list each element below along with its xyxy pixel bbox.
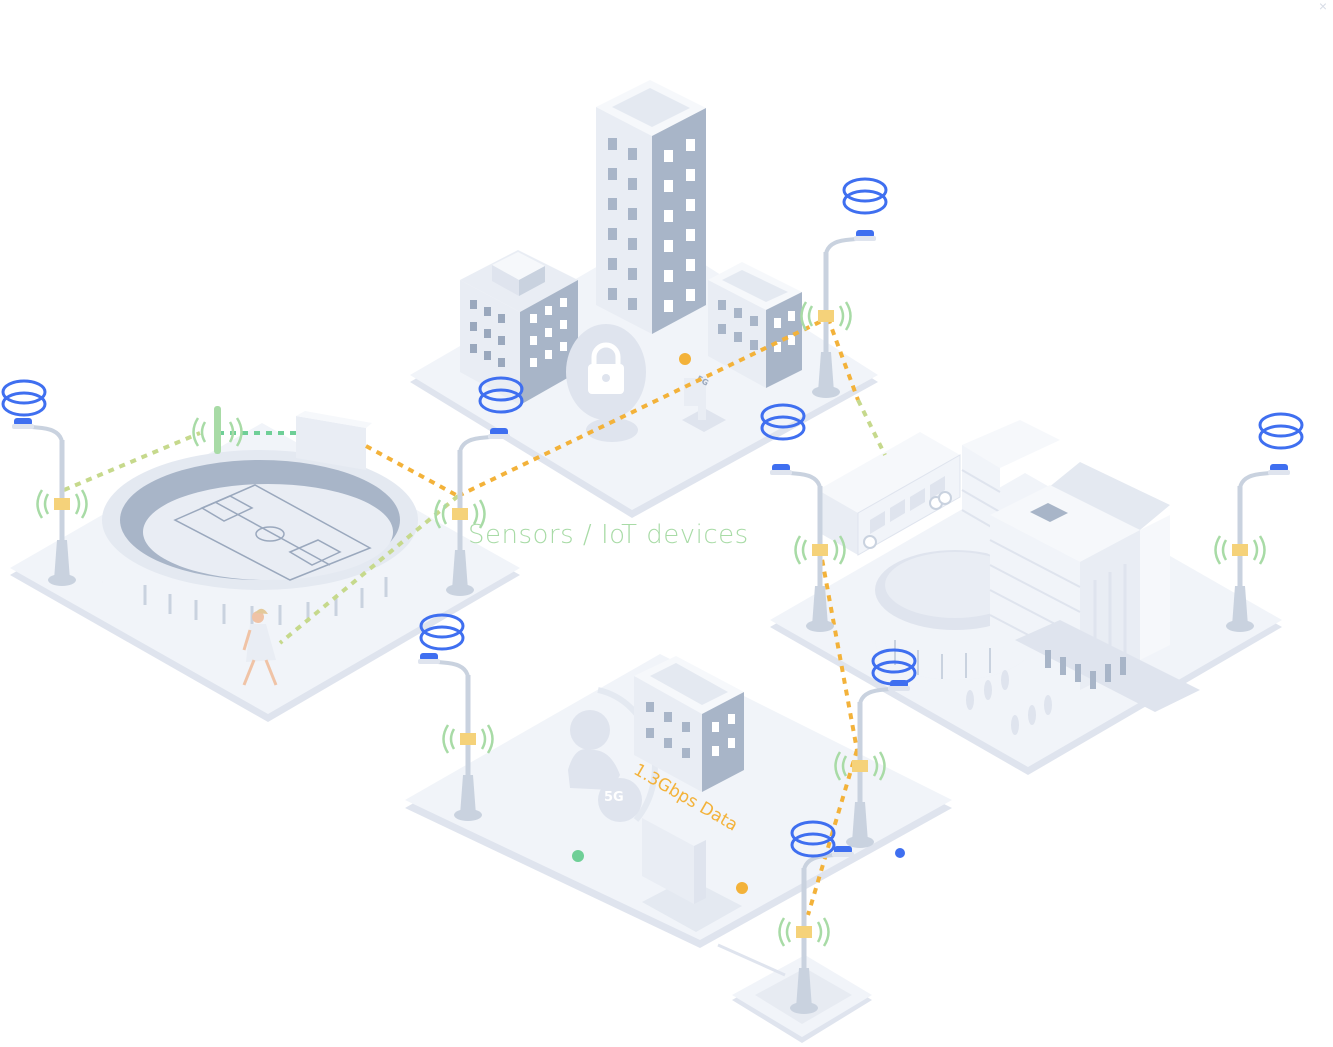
tower-tall <box>596 80 706 334</box>
signal-ring-icon <box>1258 412 1304 450</box>
building-left <box>460 250 578 405</box>
scoreboard <box>296 411 372 470</box>
sensors-caption: Sensors / IoT devices <box>468 520 749 550</box>
bus <box>818 432 961 556</box>
orange-node-dot <box>736 882 748 894</box>
person-walking <box>242 608 278 686</box>
lock-icon <box>588 342 624 394</box>
stadium-sensor <box>192 406 298 454</box>
small-trees <box>966 670 1052 735</box>
edge-platform <box>405 654 952 948</box>
signal-ring-icon <box>1 379 47 417</box>
signal-ring-icon <box>842 177 888 215</box>
edge-building <box>634 656 744 792</box>
edge-kiosk <box>642 818 742 932</box>
football-field <box>173 484 372 581</box>
blue-node-dot <box>895 848 905 858</box>
close-icon[interactable]: × <box>1318 0 1327 14</box>
5g-badge-label: 5G <box>604 790 624 805</box>
stadium <box>102 411 418 648</box>
hospital-building <box>961 420 1200 712</box>
5g-badge <box>598 778 642 822</box>
green-sensor-links <box>63 399 887 645</box>
building-right <box>708 262 802 388</box>
platform-connector <box>717 943 786 977</box>
security-shield <box>566 324 646 442</box>
green-node-dot <box>572 850 584 862</box>
orange-node-dot-top <box>679 353 691 365</box>
